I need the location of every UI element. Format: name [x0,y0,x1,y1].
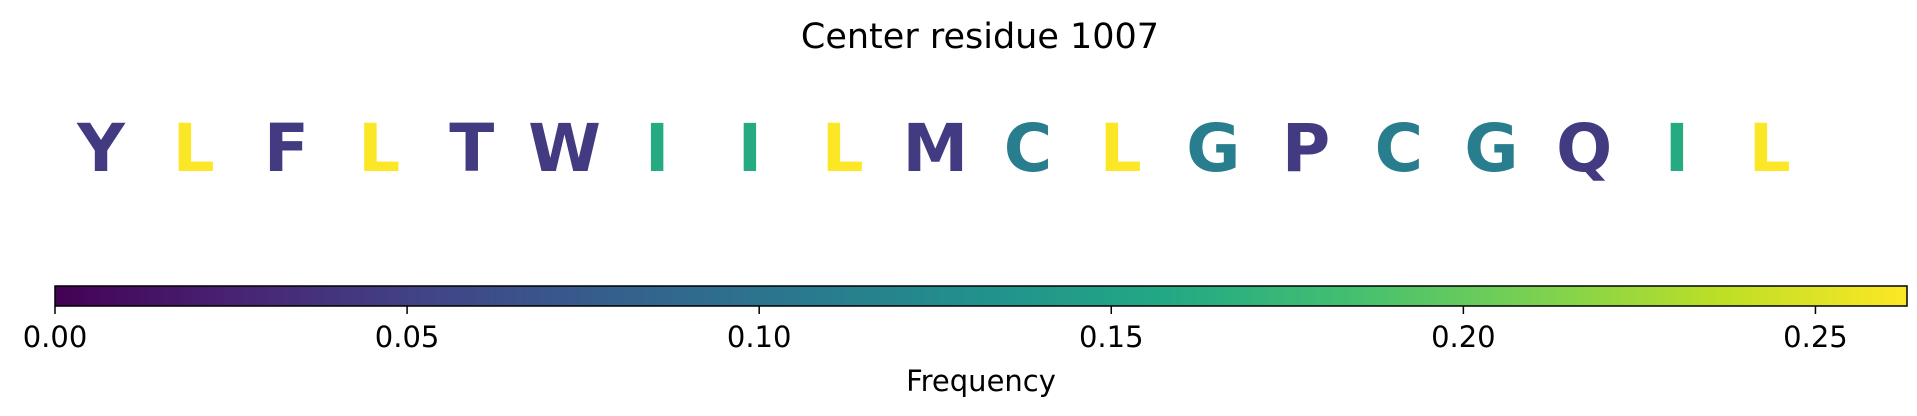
colorbar-tick-label: 0.15 [1079,320,1144,354]
residue-letter: I [738,110,763,187]
residue-letter: L [173,110,215,187]
colorbar-tick-label: 0.00 [23,320,88,354]
chart-title: Center residue 1007 [801,17,1159,57]
residue-letter: P [1282,110,1330,187]
residue-letter: C [1004,110,1052,187]
residue-letter: L [358,110,400,187]
residue-letter: M [902,110,968,187]
residue-letter: L [1100,110,1142,187]
residue-letter: Y [76,110,126,187]
residue-letter: I [1665,110,1690,187]
residue-letter: W [528,110,601,187]
residue-letter: L [822,110,864,187]
residue-letter: G [1186,110,1240,187]
colorbar-tick-label: 0.25 [1783,320,1848,354]
residue-letter: C [1375,110,1423,187]
residue-letter: I [645,110,670,187]
residue-letter: F [264,110,309,187]
colorbar [54,285,1908,307]
colorbar-tick-label: 0.05 [375,320,440,354]
residue-letter: L [1749,110,1791,187]
colorbar-tick-label: 0.20 [1431,320,1496,354]
residue-letter: Q [1556,110,1612,187]
colorbar-label: Frequency [906,364,1056,398]
residue-letter: T [449,110,494,187]
colorbar-tick-label: 0.10 [727,320,792,354]
colorbar-ticks: 0.00 0.05 0.10 0.15 0.20 0.25 [23,306,1848,354]
residue-letter: G [1464,110,1518,187]
